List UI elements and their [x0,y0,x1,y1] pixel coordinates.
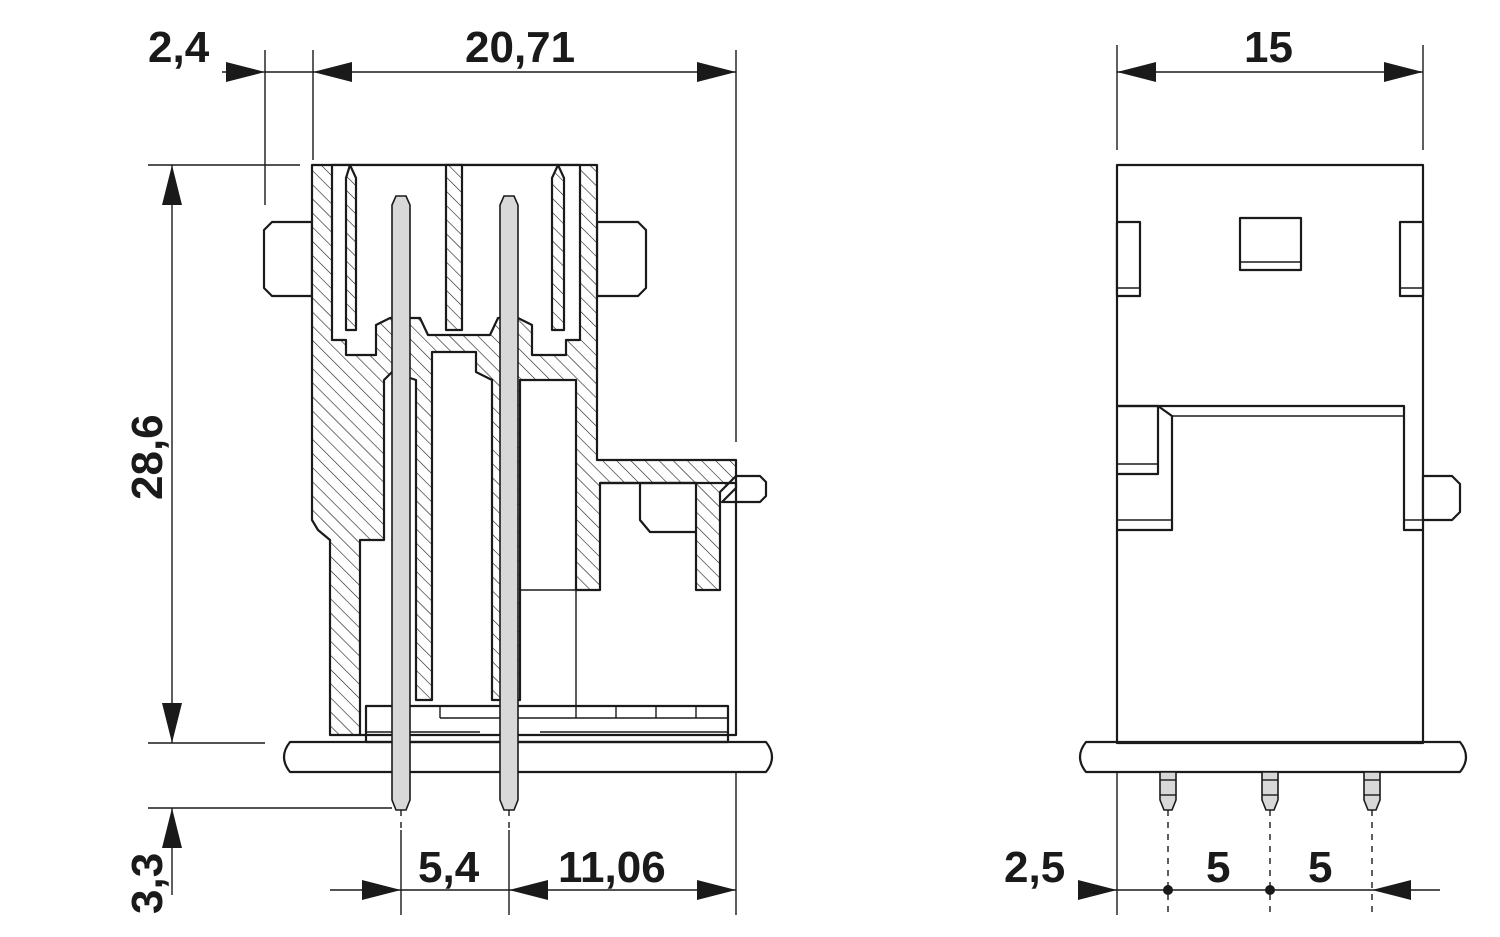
front-ledge [1117,404,1423,532]
front-view: 15 2,5 5 5 [1004,23,1468,915]
front-pin-2 [1261,771,1279,811]
front-notch-left [1115,220,1142,298]
dim-5-first: 5 [1206,843,1230,892]
latch-finger-center [444,163,464,332]
side-pin-1 [391,195,411,811]
arrow-5-end-left [1372,880,1411,900]
side-latch-tab [720,474,768,504]
front-latch-tab [1421,474,1462,522]
housing-lower-body [360,481,738,737]
arrow-28-6-top [162,165,182,205]
arrow-3-3-up [162,808,182,848]
side-mounting-ear-right [595,220,648,298]
arrow-11-06-left [509,880,548,900]
arrow-5-4-right [362,880,401,900]
arrow-20-71-right [697,62,736,82]
housing-base-strip [364,704,730,744]
arrow-28-6-bottom [162,703,182,743]
side-pcb-board [282,740,774,774]
front-pcb-board [1078,740,1468,774]
dim-5-4: 5,4 [418,843,480,892]
arrow-15-right [1384,62,1423,82]
latch-finger-left [344,163,358,332]
front-notch-right [1398,220,1425,298]
arrow-15-left [1117,62,1156,82]
dim-node-2 [1265,885,1275,895]
side-pin-2 [499,195,519,811]
arrow-2-4-right [226,62,265,82]
dim-2-4: 2,4 [148,23,210,72]
dim-2-5: 2,5 [1004,843,1065,892]
housing-inner-step [638,483,696,534]
dim-3-3: 3,3 [123,853,172,914]
front-pin-3 [1363,771,1381,811]
arrow-2-5-right [1078,880,1117,900]
arrow-11-06-right [697,880,736,900]
dim-28-6: 28,6 [123,414,172,500]
dim-15: 15 [1244,23,1293,72]
side-mounting-ear-left [262,220,314,298]
latch-finger-right [550,163,566,332]
dim-5-second: 5 [1308,843,1332,892]
side-section-view: 2,4 20,71 28,6 3,3 5,4 11,06 [123,23,774,915]
dim-20-71: 20,71 [465,23,575,72]
front-pin-1 [1159,771,1177,811]
arrow-20-71-left [313,62,352,82]
dim-node-1 [1163,885,1173,895]
dim-11-06: 11,06 [558,843,666,892]
